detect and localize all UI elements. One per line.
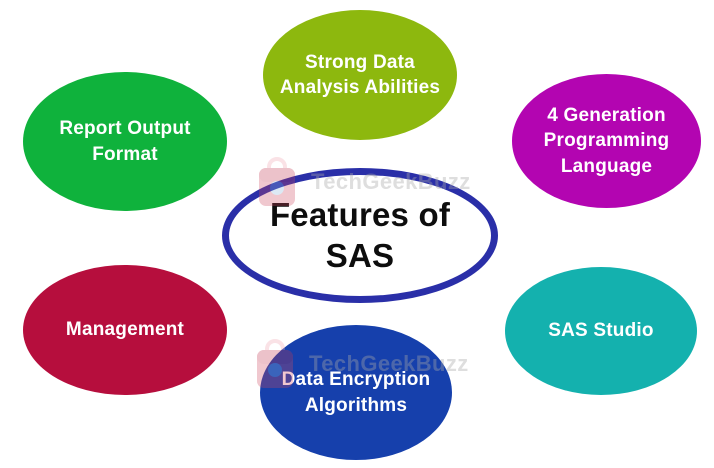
feature-label: Management <box>65 319 185 341</box>
feature-label: SAS Studio <box>548 320 654 342</box>
feature-bubble-sas-studio: SAS Studio <box>505 267 697 395</box>
feature-label: Report Output Format <box>59 118 191 165</box>
feature-bubble-strong-data-analysis-abilities: Strong Data Analysis Abilities <box>263 10 457 140</box>
diagram-title: Features of SAS <box>269 196 451 274</box>
feature-label: 4 Generation Programming Language <box>543 105 670 177</box>
feature-label: Data Encryption Algorithms <box>281 369 431 416</box>
feature-bubble-management: Management <box>23 265 227 395</box>
center-title-ellipse: Features of SAS <box>222 168 498 303</box>
feature-bubble-data-encryption-algorithms: Data Encryption Algorithms <box>260 325 452 460</box>
feature-bubble-report-output-format: Report Output Format <box>23 72 227 211</box>
feature-label: Strong Data Analysis Abilities <box>279 51 441 98</box>
feature-bubble-4-generation-programming-language: 4 Generation Programming Language <box>512 74 701 208</box>
